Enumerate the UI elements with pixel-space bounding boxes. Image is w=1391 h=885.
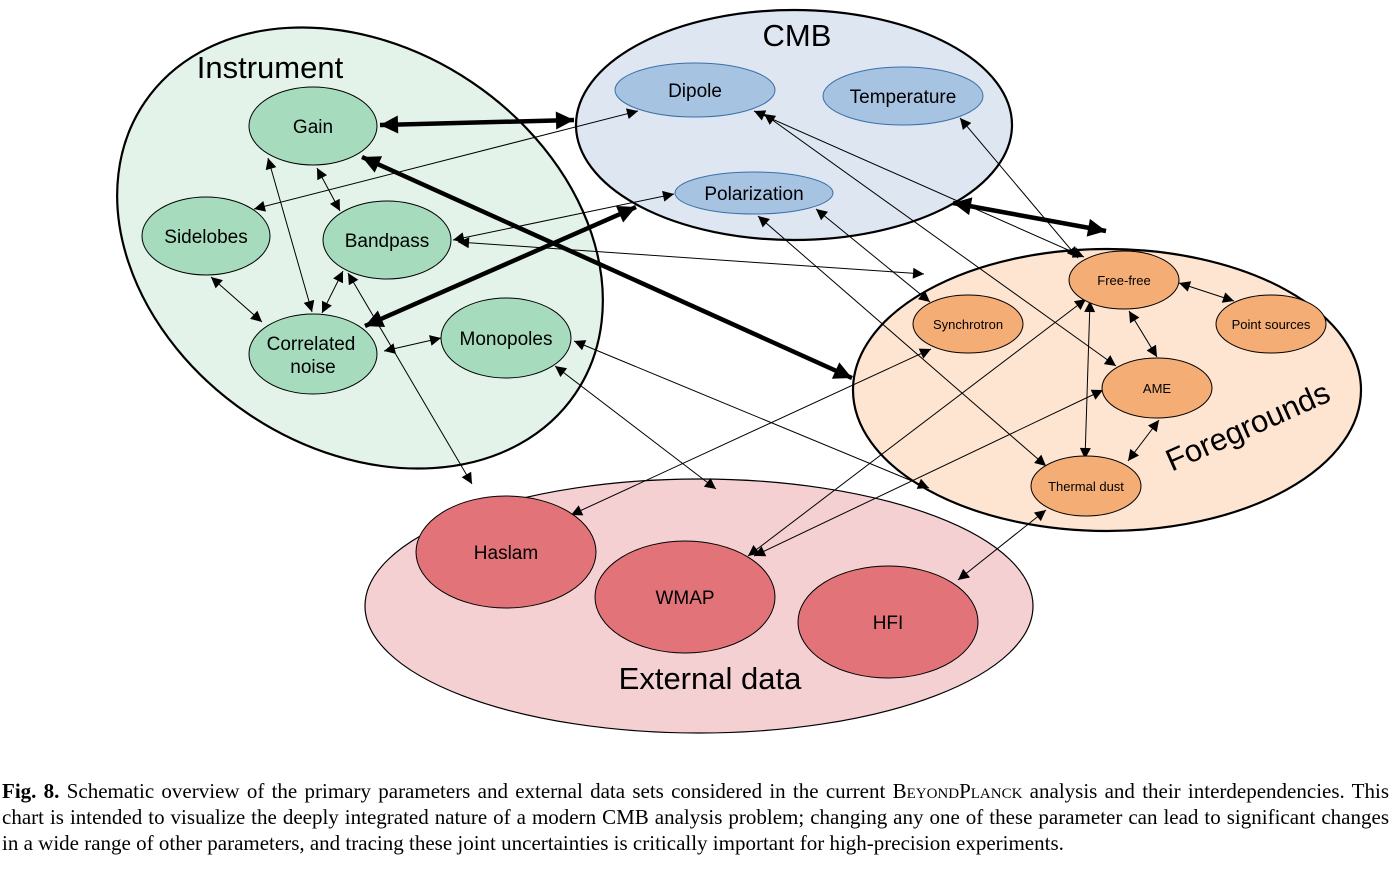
node-synchrotron-label: Synchrotron (933, 317, 1003, 332)
figure-label: Fig. 8. (2, 779, 60, 803)
node-point-sources-label: Point sources (1232, 317, 1311, 332)
node-bandpass-label: Bandpass (345, 231, 430, 252)
arrow-free-free-ame (1128, 310, 1158, 358)
node-wmap: WMAP (594, 540, 776, 654)
arrow-cmb-foregrounds (952, 197, 1107, 237)
cmb-group-label: CMB (763, 18, 832, 53)
node-correlated-noise-label-2: noise (290, 357, 335, 378)
node-gain-label: Gain (293, 117, 333, 138)
arrow-free-free-point-sources (1178, 281, 1235, 303)
arrow-gain-cmb (379, 111, 575, 134)
node-sidelobes: Sidelobes (141, 196, 271, 276)
node-ame: AME (1101, 357, 1213, 419)
arrow-gain-bandpass (316, 167, 341, 212)
caption-project-name: BeyondPlanck (892, 779, 1023, 803)
node-polarization: Polarization (674, 171, 834, 215)
caption-text-1: Schematic overview of the primary parame… (59, 779, 893, 803)
arrow-monopoles-hfi-region (554, 365, 717, 490)
node-synchrotron: Synchrotron (912, 294, 1024, 354)
node-point-sources: Point sources (1215, 294, 1327, 354)
dependency-diagram: Instrument CMB Foregrounds External data (116, 8, 1363, 734)
caption-text-2: analysis and their interdependencies. Th… (2, 779, 1390, 855)
node-wmap-label: WMAP (655, 588, 714, 609)
node-hfi-label: HFI (873, 613, 904, 634)
node-sidelobes-label: Sidelobes (164, 227, 247, 248)
node-haslam-label: Haslam (474, 543, 538, 564)
arrow-gain-correlated-noise (265, 157, 315, 313)
arrow-thermal-dust-hfi (957, 509, 1047, 581)
node-temperature-label: Temperature (850, 87, 957, 108)
node-correlated-noise-label-1: Correlated (267, 334, 356, 355)
node-bandpass: Bandpass (322, 200, 452, 280)
node-dipole-label: Dipole (668, 81, 722, 102)
node-dipole: Dipole (614, 62, 776, 118)
node-thermal-dust: Thermal dust (1030, 455, 1142, 517)
node-haslam: Haslam (415, 495, 597, 609)
instrument-group-label: Instrument (197, 50, 344, 85)
node-monopoles: Monopoles (440, 297, 572, 379)
node-ame-label: AME (1143, 381, 1172, 396)
node-hfi: HFI (797, 565, 979, 679)
arrow-correlated-noise-polarization (364, 204, 637, 329)
node-polarization-label: Polarization (704, 184, 803, 205)
major-dependency-arrows (361, 111, 1107, 381)
external-group-label: External data (619, 661, 802, 696)
node-correlated-noise: Correlated noise (248, 313, 378, 395)
arrow-sidelobes-correlated-noise (210, 276, 263, 323)
node-monopoles-label: Monopoles (460, 329, 553, 350)
node-gain: Gain (248, 86, 378, 166)
figure-caption: Fig. 8. Schematic overview of the primar… (2, 778, 1389, 856)
node-temperature: Temperature (822, 66, 984, 126)
arrow-ame-thermal-dust (1127, 419, 1160, 462)
arrow-ame-wmap (753, 389, 1104, 557)
node-thermal-dust-label: Thermal dust (1048, 479, 1124, 494)
node-free-free: Free-free (1068, 250, 1180, 310)
arrow-bandpass-correlated-noise (321, 270, 344, 314)
node-free-free-label: Free-free (1097, 273, 1150, 288)
